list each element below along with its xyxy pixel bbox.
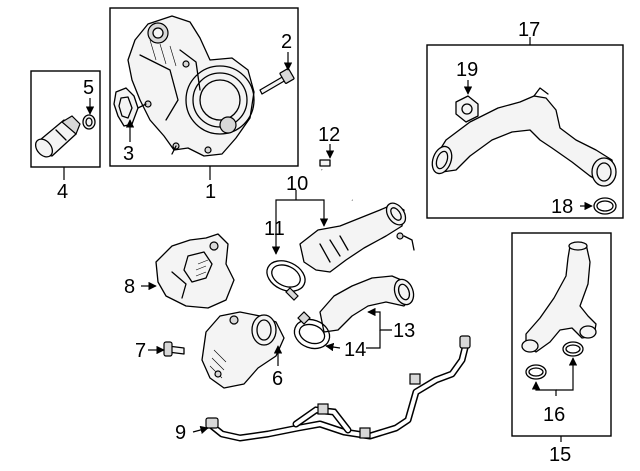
callout-9: 9 [175,422,186,444]
part-coolant-pipe-17[interactable] [429,87,617,187]
frame-sensor [30,70,101,168]
callout-3: 3 [123,143,134,165]
callout-6: 6 [272,368,283,390]
part-clamp-11[interactable] [262,255,310,301]
part-pipe-12[interactable] [319,159,353,202]
part-housing-8[interactable] [155,233,235,309]
callout-10: 10 [286,173,308,195]
callout-19: 19 [456,59,478,81]
part-bolt-7[interactable] [163,341,185,357]
part-oring-18[interactable] [593,197,617,215]
part-fitting-19[interactable] [455,95,479,123]
callout-16: 16 [543,404,565,426]
part-gasket-3[interactable] [113,87,139,127]
part-outlet-6[interactable] [201,311,285,389]
leader-lines [63,37,593,442]
callout-2: 2 [281,31,292,53]
part-tube-9[interactable] [205,335,471,442]
callout-5: 5 [83,77,94,99]
callout-13: 13 [393,320,415,342]
callout-14: 14 [344,339,366,361]
part-bolt-2[interactable] [259,68,295,95]
part-clamp-14[interactable] [290,311,333,353]
part-seal-5[interactable] [82,114,96,130]
callout-15: 15 [549,444,571,466]
callout-4: 4 [57,181,68,203]
callout-17: 17 [518,19,540,41]
callout-12: 12 [318,124,340,146]
callout-11: 11 [264,218,285,240]
callout-8: 8 [124,276,135,298]
part-sensor-4[interactable] [32,115,81,160]
part-hose-13[interactable] [319,275,417,333]
callout-1: 1 [205,181,216,203]
part-water-pump[interactable] [127,15,255,157]
callout-18: 18 [551,196,573,218]
part-thermostat-pipe-10[interactable] [299,200,415,273]
callout-7: 7 [135,340,146,362]
frame-water-pump [109,7,299,167]
part-orings-16[interactable] [525,341,584,380]
frame-coolant-pipe [426,44,624,219]
part-bypass-hose-15[interactable] [521,241,597,353]
